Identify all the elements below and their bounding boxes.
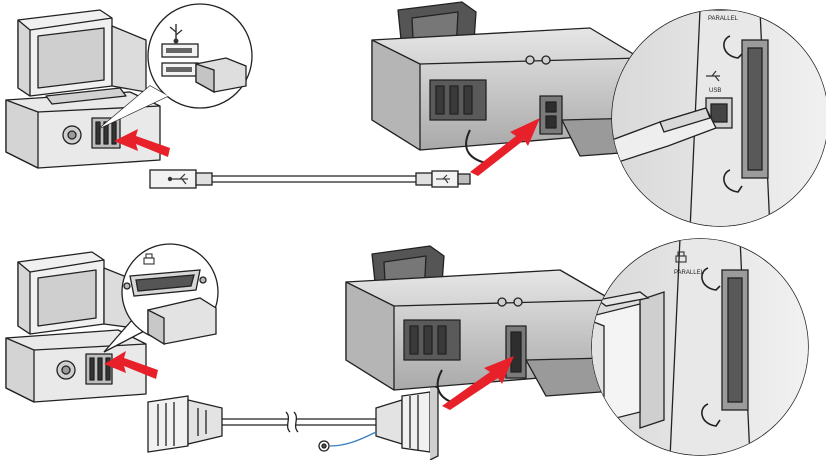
usb-port-label: USB (709, 88, 721, 94)
insert-arrow (470, 118, 540, 176)
parallel-port-label: PARALLEL (674, 270, 705, 276)
printer-port-icon (143, 253, 155, 265)
usb-trident-icon (169, 24, 183, 44)
insert-arrow (104, 351, 158, 379)
usb-connection-row: USB PARALLEL (5, 1, 826, 227)
usb-port-callout (99, 3, 253, 129)
printer-usb-zoom: USB PARALLEL (611, 9, 826, 227)
printer-port-icon (675, 251, 687, 263)
usb-trident-icon (167, 173, 188, 185)
usb-cable (149, 169, 471, 189)
parallel-connection-row: PARALLEL (5, 238, 809, 460)
usb-trident-icon (436, 174, 450, 184)
computer-illustration (5, 251, 147, 403)
insert-arrow (114, 129, 170, 157)
usb-trident-icon (706, 70, 720, 82)
parallel-side-label: PARALLEL (708, 16, 739, 22)
printer-illustration (345, 245, 629, 405)
parallel-port-callout (103, 243, 219, 353)
insert-arrow (442, 356, 514, 410)
parallel-cable (147, 383, 439, 460)
printer-parallel-zoom: PARALLEL (591, 238, 809, 456)
